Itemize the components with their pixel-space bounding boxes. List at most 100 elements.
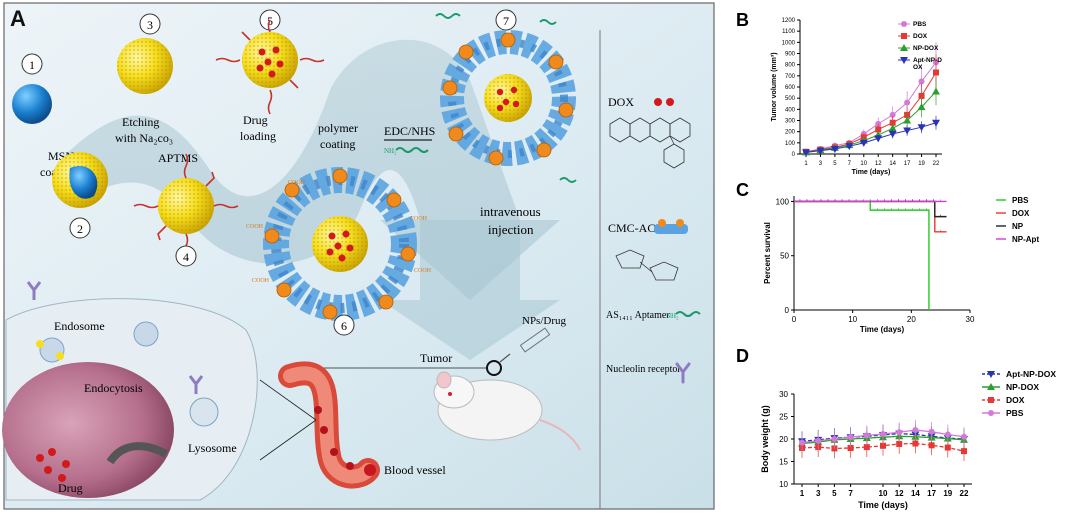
- legend-label: DOX: [913, 33, 928, 40]
- data-point: [830, 145, 839, 153]
- x-tick-label: 22: [933, 161, 940, 167]
- data-point: [961, 433, 967, 440]
- x-axis-title: Time (days): [860, 325, 905, 334]
- y-tick-label: 1000: [782, 40, 796, 46]
- data-point: [875, 120, 882, 127]
- data-point: [917, 124, 926, 132]
- panel-b-series: [802, 42, 940, 157]
- y-tick-label: 0: [792, 152, 796, 158]
- data-point: [917, 103, 926, 111]
- panel-b-axes: 0100200300400500600700800900100011001200…: [771, 18, 942, 176]
- receptor-icon: [26, 281, 42, 300]
- legend-nucleolin: Nucleolin receptor: [606, 362, 691, 384]
- receptor-icon: [675, 362, 691, 384]
- etching-label: Etching: [122, 115, 159, 129]
- legend-dox: DOX: [608, 95, 691, 169]
- data-point: [912, 427, 919, 433]
- data-point: [816, 147, 825, 155]
- step-2-coated-msn: 2: [52, 152, 108, 239]
- edc-nhs-label: EDC/NHS: [384, 124, 435, 138]
- legend-marker: [901, 21, 907, 27]
- mouse-illustration: [433, 371, 581, 451]
- data-point: [904, 99, 911, 106]
- y-tick-label: 30: [779, 390, 788, 399]
- polymer-coating-label: coating: [320, 137, 355, 151]
- legend-cmc-ac: CMC-AC: [608, 219, 688, 281]
- legend-label: DOX: [1006, 395, 1025, 405]
- x-tick-label: 17: [927, 489, 936, 498]
- data-point: [874, 135, 883, 143]
- legend-marker: [987, 371, 995, 378]
- panel-b-tumor-volume-chart: B 01002003004005006007008009001000110012…: [736, 10, 942, 176]
- data-point: [888, 124, 897, 132]
- tumor-label: Tumor: [420, 351, 452, 365]
- legend-label: Apt-NP-DOX: [1006, 369, 1056, 379]
- injection-label: injection: [488, 222, 534, 237]
- data-point: [863, 444, 870, 451]
- dox-structure-icon: [609, 117, 691, 169]
- etching-reagent-label: with Na₂co₃: [115, 131, 173, 145]
- data-point: [802, 149, 810, 157]
- data-point: [918, 92, 925, 99]
- data-point: [932, 119, 940, 127]
- step-number: 1: [29, 58, 35, 72]
- step-7-aptamer-np: 7: [435, 9, 577, 183]
- step-number: 7: [503, 14, 509, 28]
- y-tick-label: 50: [780, 252, 789, 261]
- data-point: [933, 69, 939, 76]
- data-point: [928, 428, 935, 435]
- y-tick-label: 15: [779, 458, 788, 467]
- data-point: [961, 448, 967, 455]
- y-tick-label: 600: [785, 85, 796, 91]
- loading-label: loading: [240, 129, 276, 143]
- legend-label: Apt-NP-D: [913, 57, 942, 64]
- x-tick-label: 5: [833, 161, 837, 167]
- panel-a-letter: A: [10, 6, 26, 31]
- legend-label: NP-DOX: [1006, 382, 1039, 392]
- zoom-line-bottom: [259, 419, 317, 461]
- legend-marker: [987, 383, 995, 390]
- legend-label: DOX: [1012, 209, 1030, 218]
- y-tick-label: 300: [785, 119, 796, 125]
- x-tick-label: 1: [804, 161, 808, 167]
- legend-label: PBS: [913, 21, 927, 28]
- panel-a-schematic: A 1 MSN coating 2 3 Etching: [2, 2, 715, 510]
- blood-vessel-label: Blood vessel: [384, 463, 446, 477]
- y-tick-label: 700: [785, 74, 796, 80]
- cell-illustration: [2, 281, 258, 501]
- panel-c-series: [794, 199, 947, 310]
- y-tick-label: 0: [785, 306, 790, 315]
- x-tick-label: 12: [895, 489, 904, 498]
- aptms-label: APTMS: [158, 151, 198, 165]
- legend-label: NP-DOX: [913, 45, 939, 52]
- legend-label: PBS: [1012, 196, 1029, 205]
- step-number: 2: [77, 222, 83, 236]
- data-point: [880, 442, 886, 449]
- y-tick-label: 10: [779, 480, 788, 489]
- aptamer-nh2-label: NH₂: [666, 312, 679, 320]
- cmc-structure-icon: [615, 249, 679, 281]
- data-point: [944, 431, 951, 438]
- polymer-label: polymer: [318, 121, 358, 135]
- drug-label: Drug: [58, 481, 83, 495]
- drug-release-arrow: [106, 442, 168, 465]
- legend-label: PBS: [1006, 408, 1024, 418]
- legend-marker: [988, 397, 994, 403]
- legend-marker: [900, 57, 908, 64]
- lysosome-label: Lysosome: [188, 441, 237, 455]
- x-tick-label: 19: [943, 489, 952, 498]
- legend-cmc-ac-label: CMC-AC: [608, 221, 655, 235]
- endosome-label: Endosome: [54, 319, 105, 333]
- endocytosis-label: Endocytosis: [84, 381, 143, 395]
- x-tick-label: 3: [816, 489, 821, 498]
- panel-d-series: [798, 420, 968, 462]
- data-point: [888, 130, 897, 138]
- data-point: [845, 143, 854, 151]
- data-point: [944, 444, 951, 451]
- x-axis-title: Time (days): [852, 169, 891, 176]
